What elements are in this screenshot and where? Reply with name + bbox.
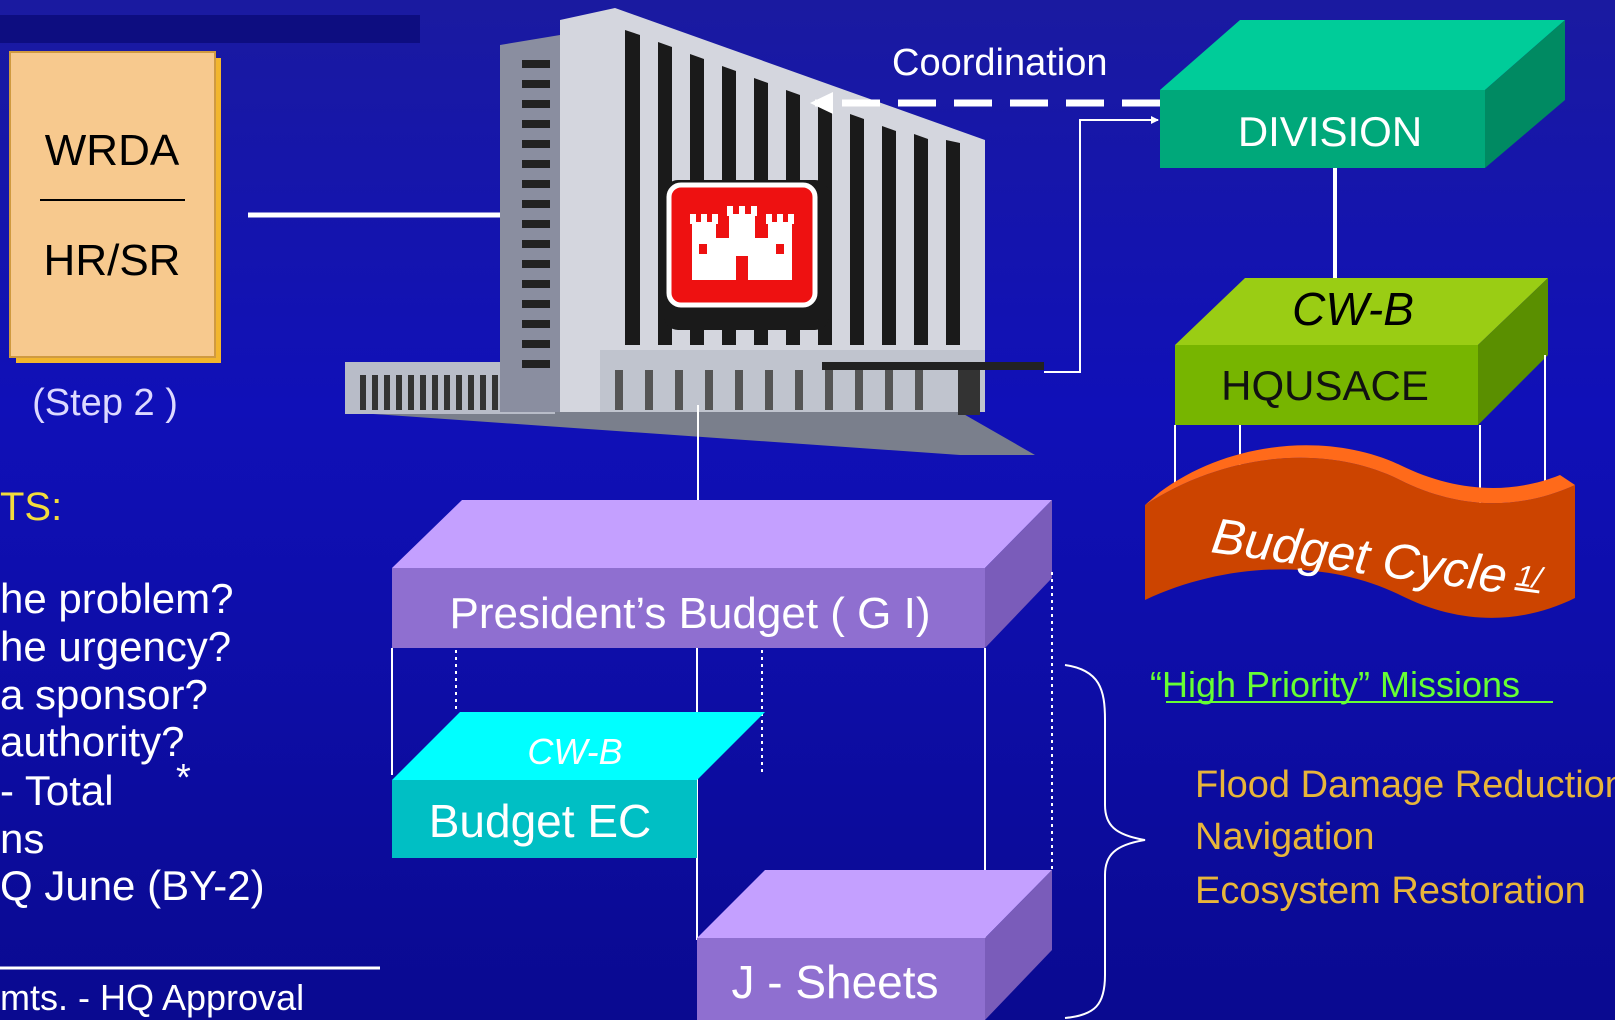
asterisk: *	[176, 757, 191, 799]
division-label: DIVISION	[1238, 108, 1422, 155]
division-box: DIVISION	[1160, 20, 1565, 168]
title-bar-remnant	[0, 15, 420, 43]
hqusace-label: HQUSACE	[1221, 362, 1429, 409]
wrda-label: WRDA	[45, 126, 180, 175]
mission-item: Flood Damage Reduction	[1195, 764, 1615, 806]
coordination-label: Coordination	[892, 42, 1107, 84]
mission-item: Ecosystem Restoration	[1195, 870, 1586, 912]
left-footnote: mts. - HQ Approval	[0, 977, 304, 1018]
j-sheets-label: J - Sheets	[731, 956, 938, 1008]
left-list-item: - Total	[0, 767, 114, 814]
high-priority-label: “High Priority” Missions	[1150, 664, 1520, 705]
left-list-item: ns	[0, 815, 44, 862]
presidents-budget-label: President’s Budget ( G I)	[450, 589, 931, 638]
budget-cycle-banner: Budget Cycle 1/	[1145, 445, 1575, 618]
wrda-box: WRDA HR/SR	[9, 51, 221, 363]
missions-list: Flood Damage Reduction Navigation Ecosys…	[1195, 764, 1615, 912]
j-sheets-box: J - Sheets	[697, 870, 1052, 1020]
left-list-item: he urgency?	[0, 623, 231, 670]
step-label: (Step 2 )	[32, 382, 178, 424]
left-heading: TS:	[0, 485, 62, 529]
budget-frame-dotted	[455, 572, 1053, 870]
budget-ec-box: CW-B Budget EC	[392, 712, 765, 858]
hqusace-box: CW-B HQUSACE	[1175, 278, 1548, 425]
left-list-item: he problem?	[0, 575, 233, 622]
left-list-item: authority?	[0, 718, 184, 765]
cwb-top-label: CW-B	[1292, 283, 1414, 335]
high-priority-heading: “High Priority” Missions	[1150, 664, 1553, 705]
left-question-list: he problem? he urgency? a sponsor? autho…	[0, 575, 265, 909]
cwb-small-label: CW-B	[527, 731, 622, 772]
hrsr-label: HR/SR	[44, 236, 181, 285]
hq-to-division-arrow	[1044, 116, 1159, 373]
budget-ec-label: Budget EC	[429, 795, 651, 847]
missions-brace	[1064, 664, 1146, 1019]
left-list-item: a sponsor?	[0, 671, 208, 718]
presidents-budget-box: President’s Budget ( G I)	[392, 500, 1052, 648]
mission-item: Navigation	[1195, 816, 1375, 858]
castle-logo-icon	[664, 180, 829, 330]
left-list-item: Q June (BY-2)	[0, 862, 265, 909]
